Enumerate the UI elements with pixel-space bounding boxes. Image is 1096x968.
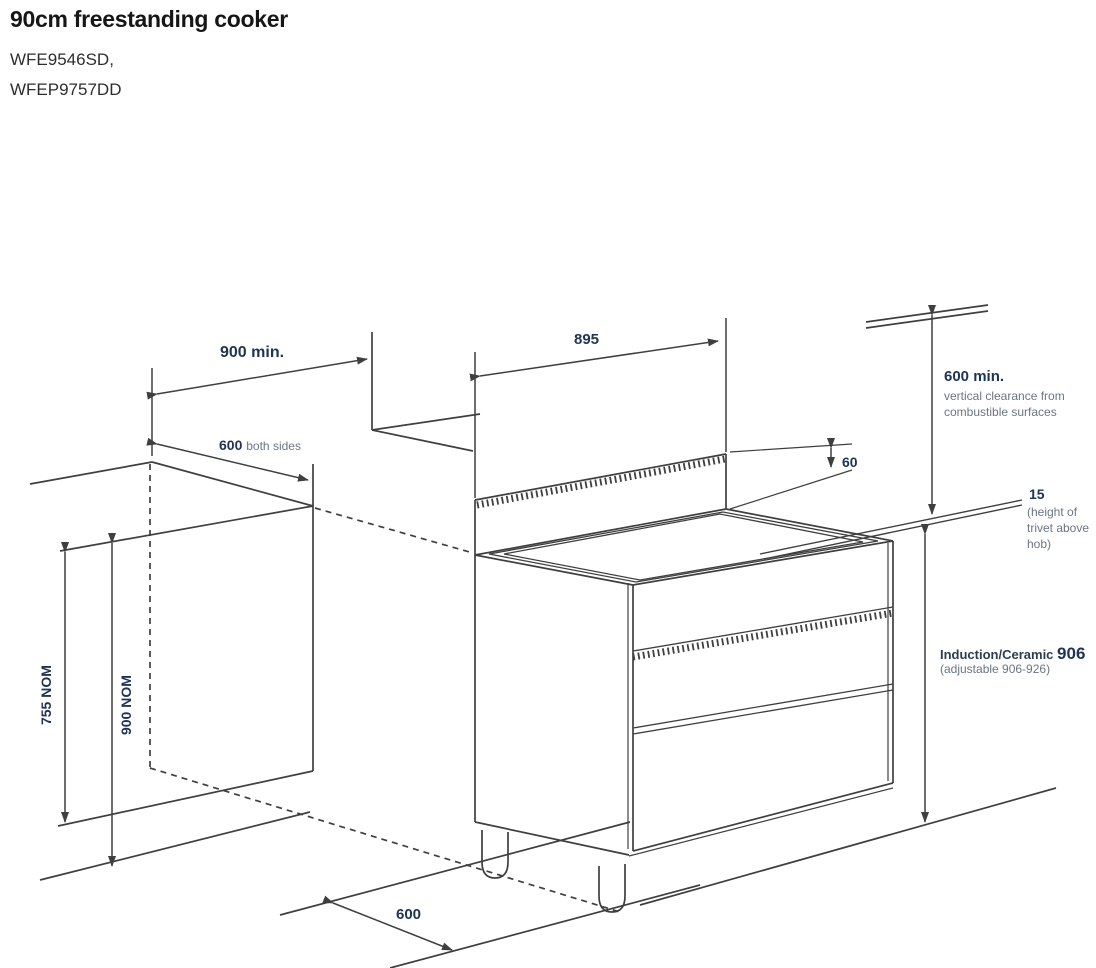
hob-left-edge bbox=[474, 554, 634, 586]
model-number-2: WFEP9757DD bbox=[10, 80, 122, 99]
control-panel-hatch bbox=[632, 609, 894, 661]
hob-rim-outer bbox=[488, 511, 879, 583]
oven-door-bottom-line bbox=[632, 683, 894, 729]
dim-ext-backguard-bottom bbox=[729, 469, 853, 510]
dim-value-bench-depth: 600 bbox=[219, 437, 243, 453]
dim-ext-backguard-top bbox=[729, 443, 853, 453]
hob-front-edge bbox=[632, 540, 894, 586]
hidden-floor-line bbox=[149, 767, 621, 913]
model-number-1: WFE9546SD, bbox=[10, 50, 114, 69]
benchtop-level-hidden-line bbox=[314, 507, 474, 554]
dim-label-cooker-width: 895 bbox=[574, 331, 600, 348]
hob-height-text: Induction/Ceramic bbox=[940, 647, 1054, 662]
overhead-surface-line bbox=[865, 304, 989, 323]
backguard-top-hatch bbox=[476, 455, 726, 509]
bench-floor-line bbox=[39, 811, 311, 881]
dim-label-cooker-depth: 600 bbox=[396, 906, 422, 923]
floor-line-right bbox=[639, 787, 1057, 906]
cooker-bottom-edge-inner bbox=[628, 787, 894, 857]
bench-front-bottom-edge bbox=[57, 770, 314, 827]
wall-back-line bbox=[371, 413, 481, 431]
cooker-side-bottom-edge bbox=[474, 821, 630, 856]
dim-label-bench-height: 755 NOM bbox=[37, 665, 54, 726]
dim-label-bench-depth: 600 both sides bbox=[219, 437, 301, 454]
hob-rim-inner bbox=[503, 513, 864, 581]
dim-label-bench-opening: 900 min. bbox=[220, 344, 285, 361]
dim-arrow-bench-opening bbox=[146, 356, 368, 400]
dim-value-vertical-clearance: 600 min. bbox=[944, 368, 1005, 385]
dim-note-trivet-height: (height of trivet above hob) bbox=[1027, 505, 1090, 552]
cooker-foot-front bbox=[598, 864, 626, 913]
wall-to-backguard-line bbox=[371, 429, 474, 452]
overhead-surface-line-2 bbox=[865, 310, 989, 329]
drawer-top-line bbox=[632, 689, 894, 735]
dim-value-hob-height: 906 bbox=[1057, 644, 1086, 663]
page-title: 90cm freestanding cooker bbox=[10, 6, 288, 32]
dim-note-vertical-clearance: vertical clearance from combustible surf… bbox=[944, 389, 1065, 419]
dim-arrow-bench-depth bbox=[146, 437, 309, 482]
bench-right-top-edge bbox=[151, 461, 314, 507]
trivet-line-upper bbox=[759, 499, 1023, 555]
backguard-top-edge bbox=[474, 453, 727, 501]
trivet-line-lower bbox=[763, 504, 1023, 560]
hob-back-edge bbox=[474, 508, 727, 556]
floor-line-front-of-cooker bbox=[279, 821, 631, 916]
dim-value-trivet-height: 15 bbox=[1029, 486, 1045, 502]
cooker-foot-back bbox=[481, 830, 509, 879]
dim-label-benchtop-height: 900 NOM bbox=[117, 675, 134, 736]
dim-label-hob-height: Induction/Ceramic 906 bbox=[940, 644, 1085, 664]
cooker-bottom-edge bbox=[632, 782, 894, 852]
control-panel-line bbox=[632, 606, 894, 652]
hob-right-edge bbox=[725, 508, 894, 542]
dim-arrow-cooker-depth bbox=[322, 895, 453, 951]
dim-note-bench-depth: both sides bbox=[246, 439, 301, 453]
dim-label-backguard-height: 60 bbox=[842, 454, 858, 470]
bench-back-top-edge bbox=[29, 461, 153, 485]
bench-front-top-edge bbox=[59, 505, 314, 552]
floor-line-outer bbox=[389, 884, 701, 968]
dim-note-hob-height: (adjustable 906-926) bbox=[940, 662, 1051, 676]
dim-arrow-cooker-width bbox=[469, 338, 719, 382]
